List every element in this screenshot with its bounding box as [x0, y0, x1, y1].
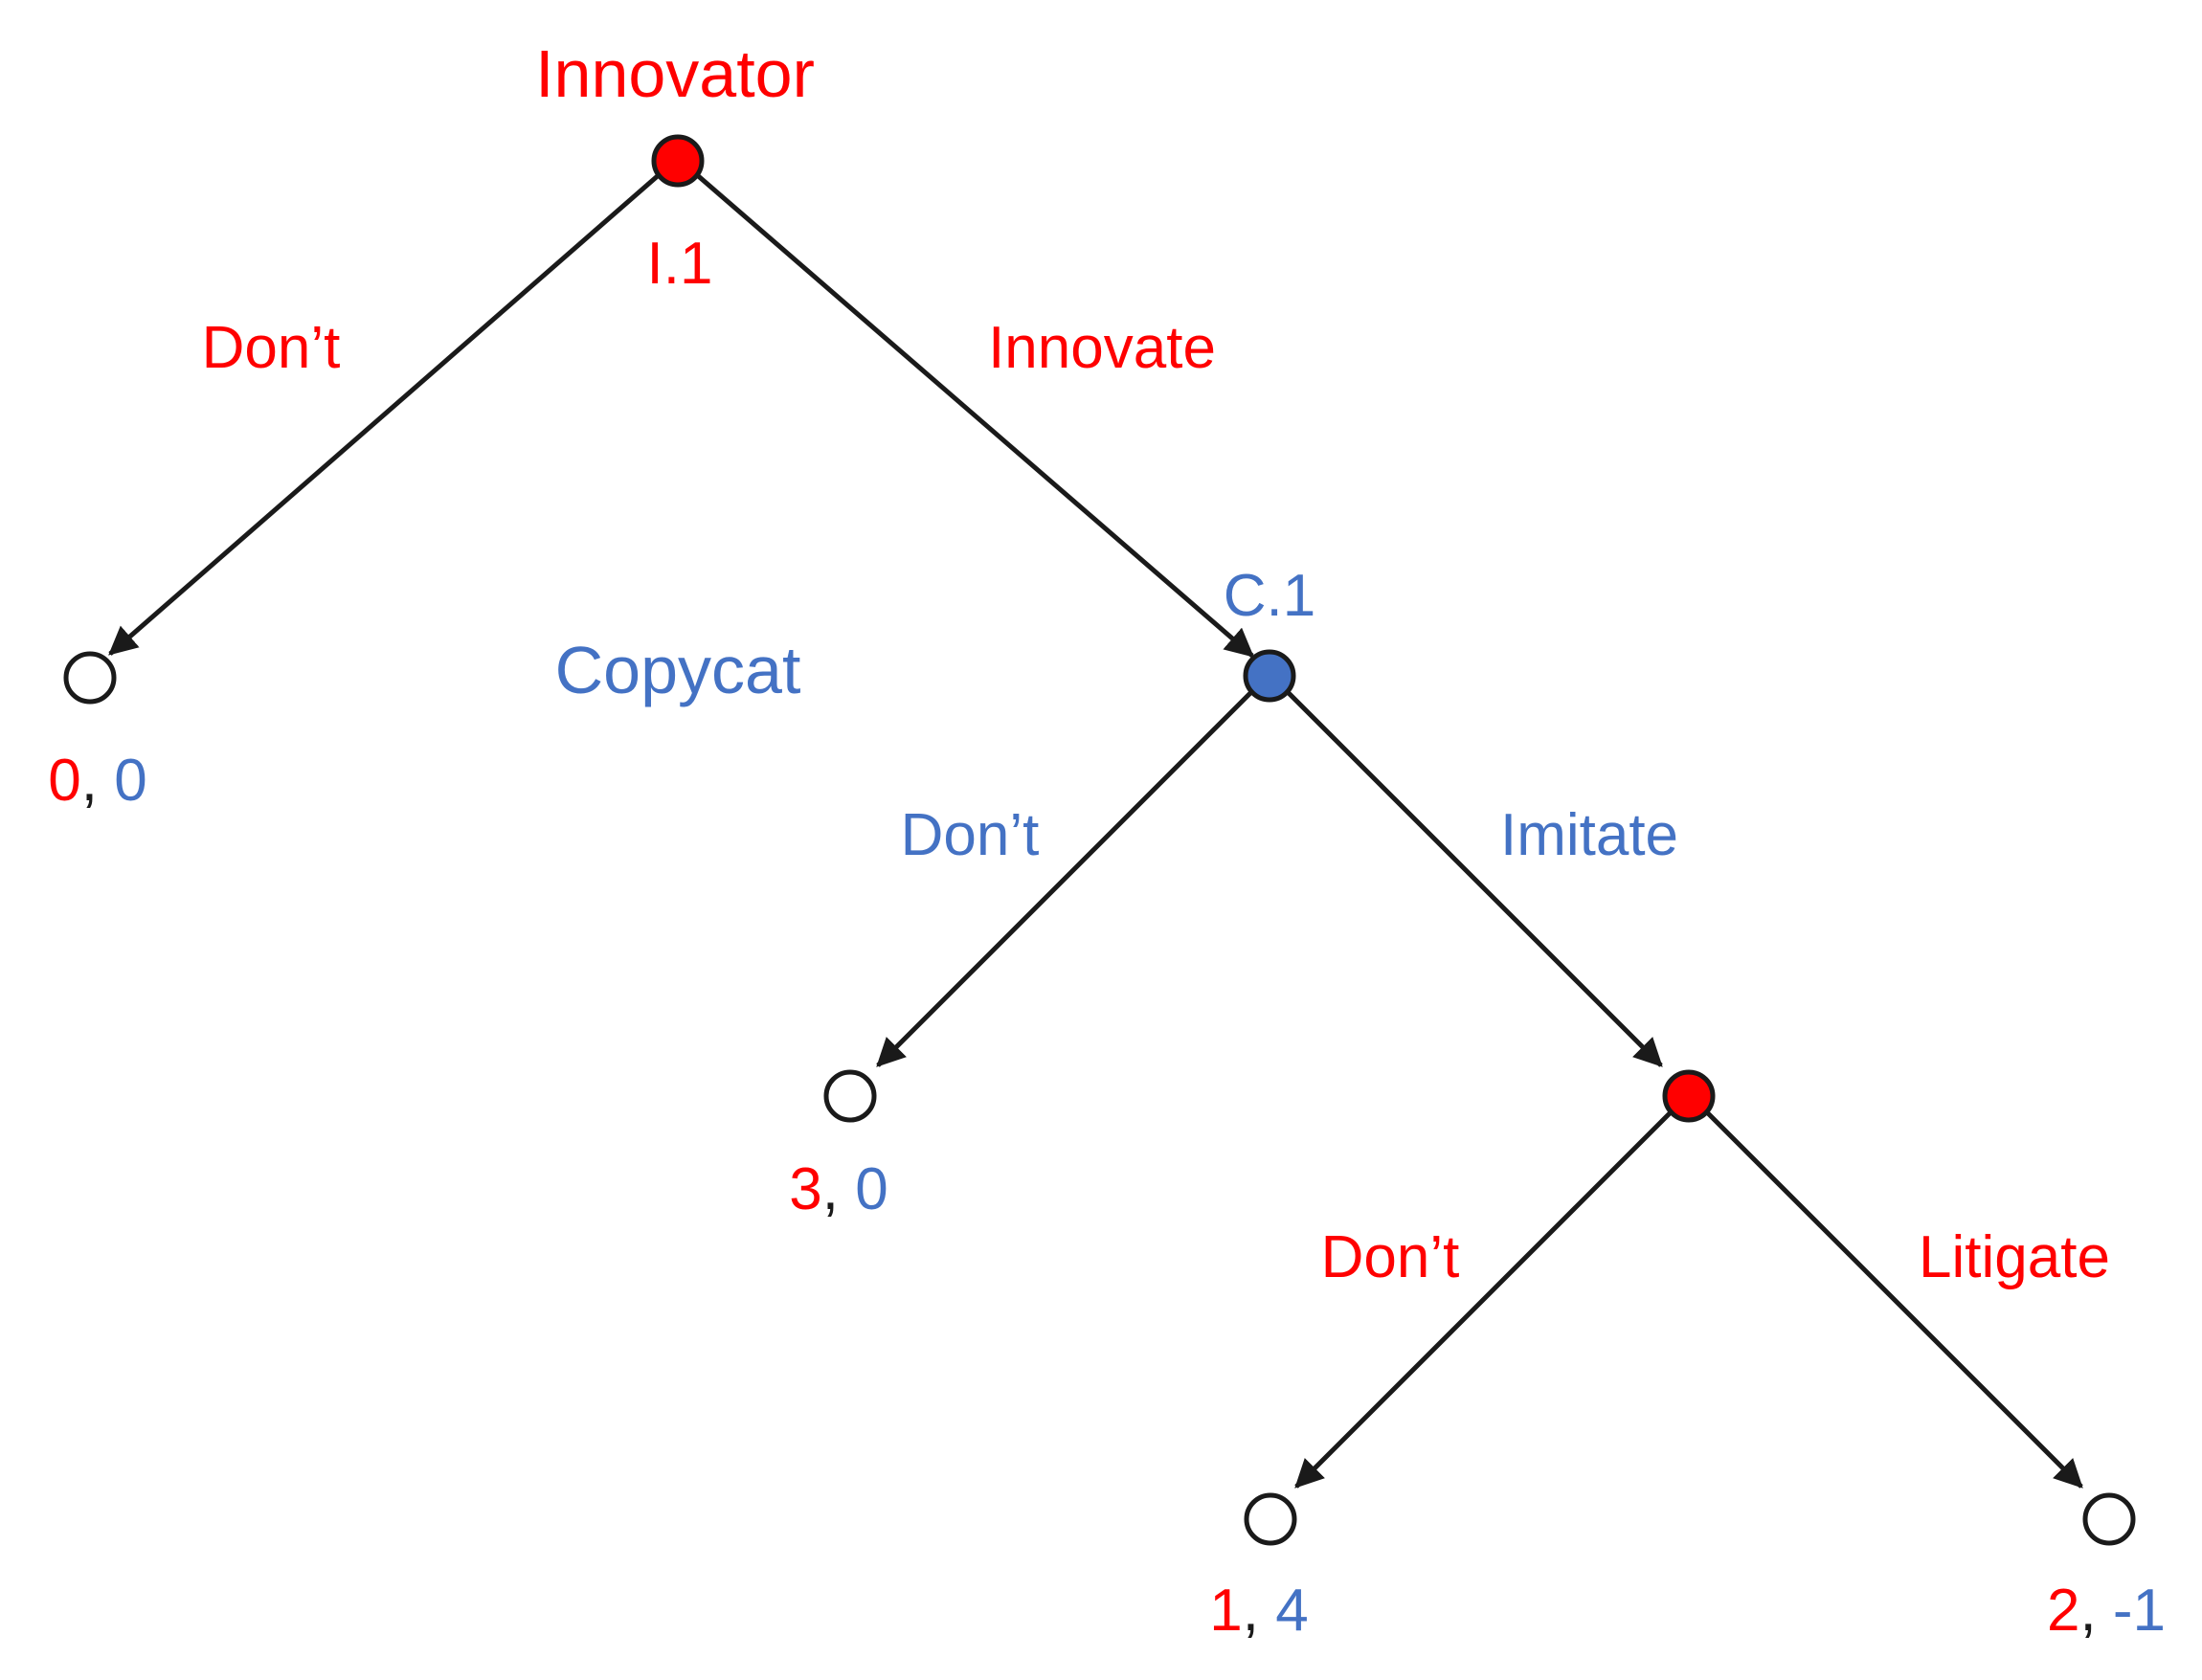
payoff-innovator: 0: [48, 748, 81, 814]
node-label-root: I.1: [646, 231, 713, 297]
payoff-terminal-2: 3, 0: [789, 1160, 888, 1220]
action-label-c1-imitate: Imitate: [1499, 802, 1679, 868]
player-label-copycat: Copycat: [554, 633, 801, 707]
action-label-root-innovate: Innovate: [988, 315, 1216, 381]
payoff-copycat: -1: [2112, 1578, 2167, 1644]
action-label-root-dont: Don’t: [201, 315, 341, 381]
node-label-copycat: C.1: [1223, 563, 1316, 629]
edge-c1-dont: [876, 675, 1269, 1067]
payoff-separator: ,: [2079, 1578, 2113, 1644]
terminal-node-4: [2082, 1492, 2136, 1546]
payoff-terminal-4: 2, -1: [2047, 1581, 2166, 1641]
payoff-copycat: 0: [855, 1156, 888, 1222]
player-label-innovator: Innovator: [535, 36, 815, 111]
edge-root-innovate: [679, 159, 1254, 658]
copycat-node: [1243, 649, 1296, 703]
root-node: [651, 134, 705, 188]
terminal-node-3: [1244, 1492, 1297, 1546]
payoff-separator: ,: [80, 748, 115, 814]
payoff-copycat: 0: [114, 748, 147, 814]
payoff-terminal-1: 0, 0: [48, 751, 146, 811]
payoff-innovator: 2: [2046, 1578, 2080, 1644]
action-label-c1-dont: Don’t: [900, 802, 1040, 868]
action-label-i2-dont: Don’t: [1320, 1224, 1460, 1290]
edge-i2-litigate: [1690, 1095, 2083, 1489]
payoff-copycat: 4: [1275, 1578, 1309, 1644]
terminal-node-2: [823, 1069, 877, 1123]
terminal-node-1: [63, 651, 117, 705]
payoff-separator: ,: [821, 1156, 856, 1222]
action-label-i2-litigate: Litigate: [1919, 1224, 2110, 1290]
edge-i2-dont: [1294, 1095, 1688, 1489]
payoff-terminal-3: 1, 4: [1209, 1581, 1308, 1641]
edge-c1-imitate: [1270, 675, 1663, 1067]
payoff-innovator: 3: [789, 1156, 822, 1222]
edge-root-dont: [108, 159, 677, 656]
innovator-node-2: [1662, 1069, 1716, 1123]
payoff-innovator: 1: [1209, 1578, 1243, 1644]
payoff-separator: ,: [1242, 1578, 1276, 1644]
